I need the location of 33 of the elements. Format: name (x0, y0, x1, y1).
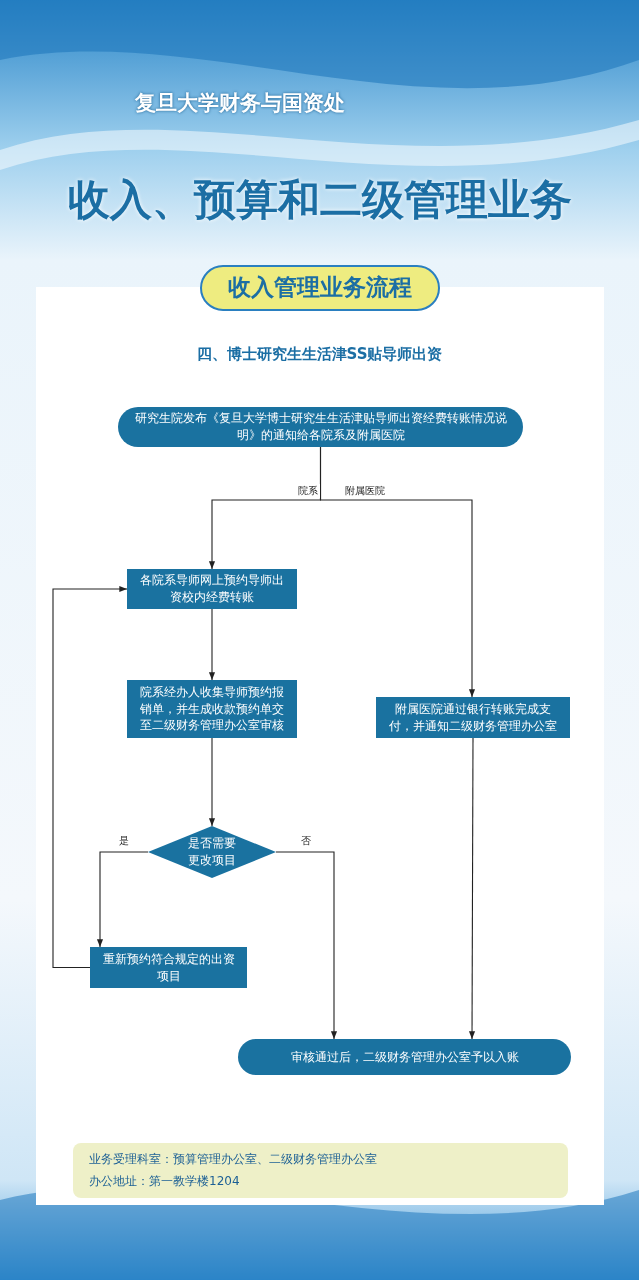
edge-label: 院系 (296, 484, 320, 498)
page-title: 收入、预算和二级管理业务 (66, 174, 573, 226)
connector-arrow (275, 851, 338, 1040)
connector-arrow (96, 851, 149, 948)
process-box (376, 697, 570, 738)
decision-diamond (148, 826, 276, 878)
node-text: 院系经办人收集导师预约报销单，并生成收款预约单交至二级财务管理办公室审核 (139, 684, 285, 734)
connector-arrow (208, 737, 216, 827)
node-text: 重新预约符合规定的出资项目 (101, 950, 236, 985)
info-text: 业务受理科室：预算管理办公室、二级财务管理办公室 (89, 1150, 377, 1168)
edge-label: 附属医院 (343, 484, 387, 498)
process-box (127, 680, 297, 738)
connector-arrow (52, 585, 128, 969)
terminal-box (118, 407, 523, 447)
terminal-box (238, 1039, 571, 1075)
node-text: 审核通过后，二级财务管理办公室予以入账 (290, 1048, 519, 1066)
node-text: 是否需要更改项目 (187, 835, 237, 869)
node-text: 附属医院通过银行转账完成支付，并通知二级财务管理办公室 (388, 700, 558, 735)
section-heading: 四、博士研究生生活津SS贴导师出资 (195, 345, 444, 364)
edge-label: 否 (299, 834, 313, 848)
heading-badge (200, 265, 440, 311)
process-box (90, 947, 247, 988)
node-text: 各院系导师网上预约导师出资校内经费转账 (139, 572, 285, 606)
info-text: 办公地址：第一教学楼1204 (89, 1172, 240, 1190)
edge-label: 是 (117, 834, 131, 848)
department-name: 复旦大学财务与国资处 (135, 90, 345, 117)
connector-arrow (208, 608, 216, 681)
connector-arrow (468, 737, 476, 1040)
info-panel (73, 1143, 568, 1198)
connector-arrow (319, 446, 476, 698)
node-text: 收入管理业务流程 (228, 273, 412, 303)
node-text: 研究生院发布《复旦大学博士研究生生活津贴导师出资经费转账情况说明》的通知给各院系及附属医院 (133, 410, 508, 444)
process-box (127, 569, 297, 609)
